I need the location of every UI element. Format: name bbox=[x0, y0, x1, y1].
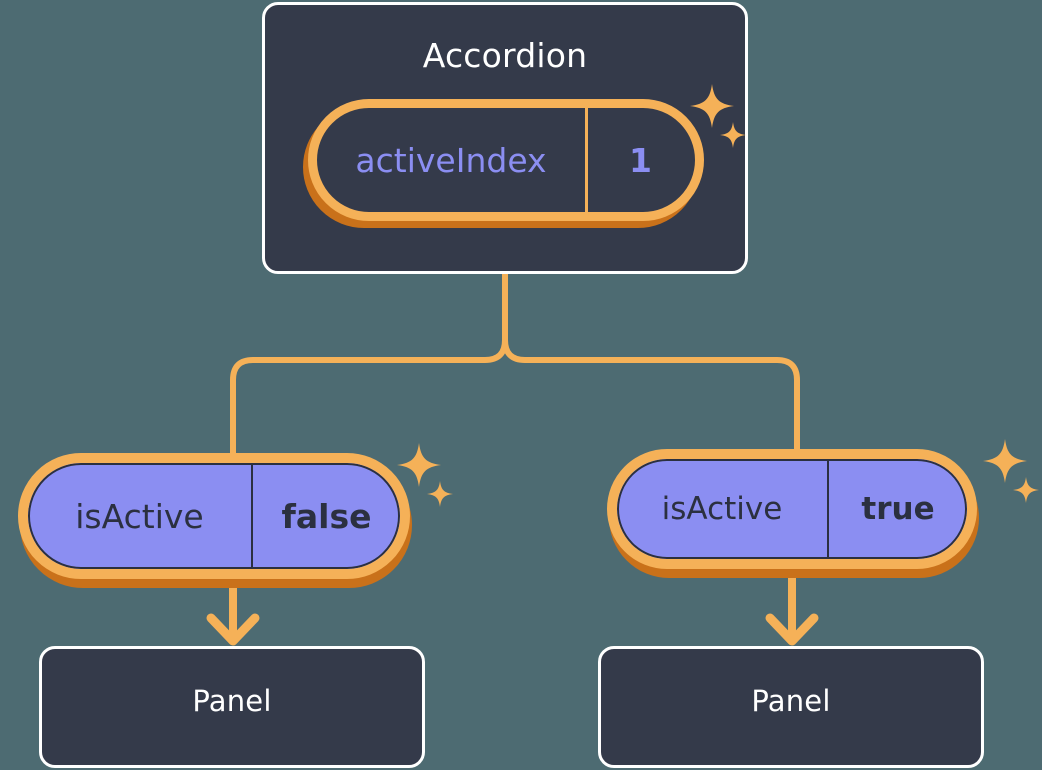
pill-body: isActive false bbox=[18, 453, 410, 579]
sparkle-icon bbox=[983, 439, 1027, 483]
state-pill-active-index[interactable]: activeIndex 1 bbox=[303, 99, 704, 228]
node-panel-left-label: Panel bbox=[192, 684, 272, 718]
state-key-isactive-left: isActive bbox=[28, 463, 253, 569]
state-pill-isactive-true[interactable]: isActive true bbox=[607, 449, 979, 578]
arrowhead-right-icon bbox=[765, 613, 819, 646]
state-key-active-index: activeIndex bbox=[317, 108, 588, 212]
sparkle-group-isactive-true bbox=[981, 437, 1042, 513]
connector-root-split-right bbox=[502, 271, 800, 461]
sparkle-icon bbox=[427, 481, 453, 507]
state-value-isactive-left: false bbox=[281, 496, 372, 536]
state-key-isactive-right: isActive bbox=[617, 459, 829, 559]
node-accordion-label: Accordion bbox=[422, 36, 588, 75]
state-pill-isactive-false[interactable]: isActive false bbox=[18, 453, 412, 588]
pill-body: isActive true bbox=[607, 449, 977, 569]
sparkle-icon bbox=[1013, 477, 1039, 503]
node-panel-right-card[interactable]: Panel bbox=[598, 646, 984, 768]
node-panel-left-card[interactable]: Panel bbox=[39, 646, 425, 768]
state-value-isactive-right: true bbox=[861, 491, 935, 527]
arrowhead-left-icon bbox=[206, 613, 260, 646]
connector-root-split bbox=[230, 271, 508, 465]
state-value-active-index: 1 bbox=[629, 140, 652, 180]
pill-body: activeIndex 1 bbox=[308, 99, 704, 221]
node-panel-right-label: Panel bbox=[751, 684, 831, 718]
